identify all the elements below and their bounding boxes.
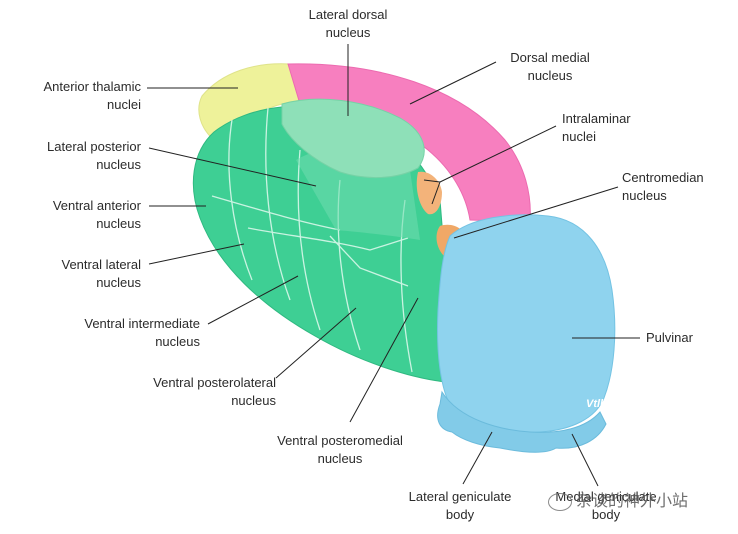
label-pulvinar: Pulvinar [646, 329, 726, 347]
label-ventral-lateral-line2: nucleus [96, 275, 141, 290]
label-ventral-lateral: Ventral lateral nucleus [20, 256, 142, 292]
label-pulvinar-line1: Pulvinar [646, 330, 693, 345]
label-medial-geniculate-line1: Medial geniculate [555, 489, 657, 504]
label-lateral-geniculate: Lateral geniculate body [398, 488, 522, 524]
label-centromedian: Centromedian nucleus [622, 169, 722, 205]
label-intralaminar-line2: nuclei [562, 129, 596, 144]
label-lateral-dorsal-line1: Lateral dorsal [308, 7, 388, 22]
label-lateral-dorsal: Lateral dorsal nucleus [300, 6, 396, 42]
geniculate-bodies-region [437, 390, 607, 453]
label-ventral-anterior: Ventral anterior nucleus [20, 197, 141, 233]
label-ventral-intermediate-line1: Ventral intermediate [84, 316, 200, 331]
label-ventral-posteromedial-line1: Ventral posteromedial [277, 433, 403, 448]
label-centromedian-line2: nucleus [622, 188, 667, 203]
label-anterior-thalamic-line2: nuclei [107, 97, 141, 112]
intralaminar-region [416, 171, 442, 215]
watermark-text: 杂谈的神外小站 [576, 493, 689, 510]
label-ventral-anterior-line2: nucleus [96, 216, 141, 231]
label-lateral-posterior-line1: Lateral posterior [47, 139, 141, 154]
label-dorsal-medial: Dorsal medial nucleus [500, 49, 600, 85]
label-ventral-lateral-line1: Ventral lateral [61, 257, 142, 272]
pulvinar-region [437, 214, 616, 433]
label-centromedian-line1: Centromedian [622, 170, 704, 185]
label-medial-geniculate: Medial geniculate body [548, 488, 664, 524]
label-medial-geniculate-line2: body [591, 507, 621, 522]
label-anterior-thalamic-line1: Anterior thalamic [43, 79, 141, 94]
chat-bubble-icon [548, 492, 572, 511]
label-lateral-posterior-line2: nucleus [96, 157, 141, 172]
label-ventral-intermediate: Ventral intermediate nucleus [40, 315, 200, 351]
publisher-badge: Vtlh [586, 398, 607, 410]
label-intralaminar: Intralaminar nuclei [562, 110, 662, 146]
anterior-thalamic-nuclei-region [198, 63, 301, 141]
label-lateral-posterior: Lateral posterior nucleus [20, 138, 141, 174]
label-dorsal-medial-line1: Dorsal medial [510, 50, 590, 65]
leader-lines [147, 44, 640, 487]
watermark: 杂谈的神外小站 [548, 487, 688, 511]
label-ventral-posteromedial-line2: nucleus [317, 451, 363, 466]
label-lateral-geniculate-line2: body [445, 507, 475, 522]
label-lateral-geniculate-line1: Lateral geniculate [408, 489, 512, 504]
lateral-dorsal-region [281, 98, 425, 179]
label-anterior-thalamic: Anterior thalamic nuclei [20, 78, 141, 114]
label-ventral-posterolateral-line1: Ventral posterolateral [153, 375, 276, 390]
label-ventral-intermediate-line2: nucleus [155, 334, 200, 349]
label-intralaminar-line1: Intralaminar [562, 111, 631, 126]
label-ventral-anterior-line1: Ventral anterior [52, 198, 141, 213]
label-dorsal-medial-line2: nucleus [527, 68, 573, 83]
label-ventral-posterolateral-line2: nucleus [231, 393, 276, 408]
label-ventral-posterolateral: Ventral posterolateral nucleus [108, 374, 276, 410]
label-ventral-posteromedial: Ventral posteromedial nucleus [262, 432, 418, 468]
label-lateral-dorsal-line2: nucleus [325, 25, 371, 40]
